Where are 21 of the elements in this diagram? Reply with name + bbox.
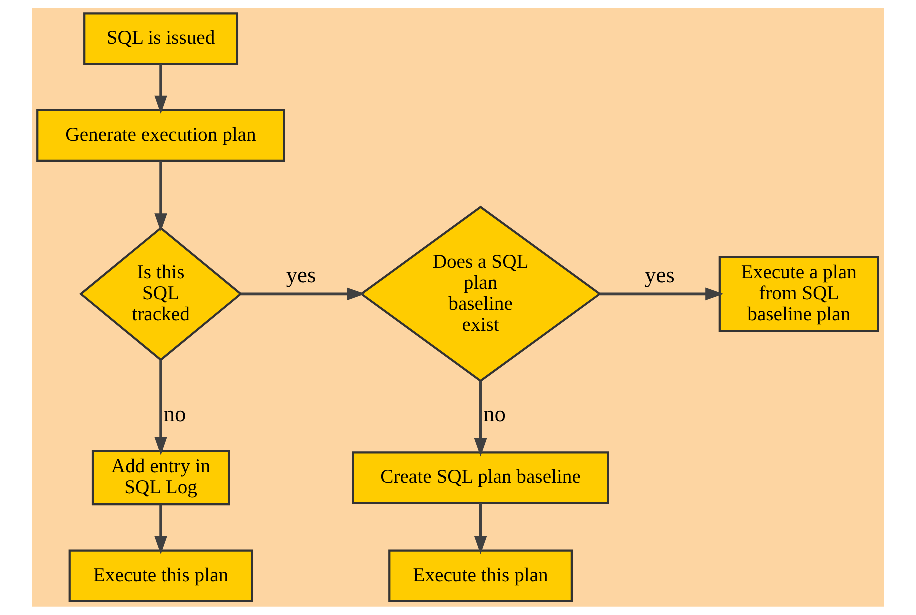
arrow <box>154 161 168 232</box>
arrow <box>474 503 488 555</box>
arrow <box>241 288 366 301</box>
edge-label: yes <box>645 262 675 288</box>
edge-label: yes <box>286 262 316 288</box>
arrow <box>474 381 488 457</box>
node-box: Execute this plan <box>68 550 254 602</box>
node-box: Execute this plan <box>388 550 573 602</box>
edge-label: no <box>484 402 506 427</box>
arrow <box>154 360 168 456</box>
node-box: Create SQL plan baseline <box>352 452 610 504</box>
edge-label: no <box>164 402 186 427</box>
arrow <box>154 64 168 114</box>
node-box: Generate execution plan <box>36 109 286 162</box>
arrow <box>600 288 724 301</box>
node-box: Add entry in SQL Log <box>92 450 230 506</box>
arrow <box>154 504 168 555</box>
node-box: SQL is issued <box>84 12 239 66</box>
node-diamond: Is this SQL tracked <box>79 226 243 362</box>
node-diamond: Does a SQL plan baseline exist <box>360 206 602 382</box>
node-box: Execute a plan from SQL baseline plan <box>718 256 880 332</box>
